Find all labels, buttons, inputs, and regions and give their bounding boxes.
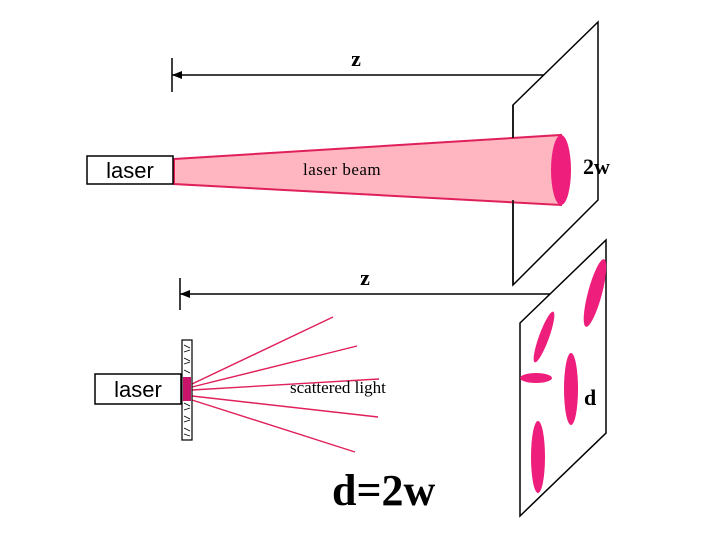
- top-spot-label: 2w: [583, 154, 610, 179]
- scatter-ray: [191, 399, 356, 453]
- scatter-ray: [191, 316, 334, 385]
- equation: d=2w: [332, 466, 436, 515]
- top-laser-box: [86, 155, 174, 185]
- diffuser-illuminated-region: [183, 377, 191, 401]
- bottom-panel: z d: [94, 238, 607, 518]
- bottom-distance-arrow-left-head: [180, 290, 190, 298]
- speckle-spot: [583, 259, 607, 327]
- top-laser-label: laser: [106, 158, 154, 183]
- scatter-ray: [191, 345, 358, 388]
- speckle-spot: [531, 421, 545, 493]
- top-distance-arrow-left-head: [172, 71, 182, 79]
- beam-label: laser beam: [303, 160, 381, 179]
- scatter-ray: [191, 395, 379, 418]
- speckle-pattern: [520, 259, 607, 493]
- top-panel: z laser laser beam 2w: [86, 20, 610, 287]
- scatter-ray: [191, 378, 380, 391]
- bottom-laser-box: [94, 373, 182, 405]
- speckle-spot: [564, 353, 578, 425]
- top-beam-spot: [551, 135, 571, 205]
- speckle-spot: [520, 373, 552, 383]
- scatter-label: scattered light: [290, 378, 386, 397]
- bottom-spot-label: d: [584, 385, 596, 410]
- speckle-spot: [533, 311, 555, 363]
- bottom-distance-label: z: [360, 265, 370, 290]
- scattered-light-rays: [191, 316, 380, 453]
- bottom-laser-label: laser: [114, 377, 162, 402]
- diffuser-texture: [183, 344, 191, 437]
- top-distance-label: z: [351, 46, 361, 71]
